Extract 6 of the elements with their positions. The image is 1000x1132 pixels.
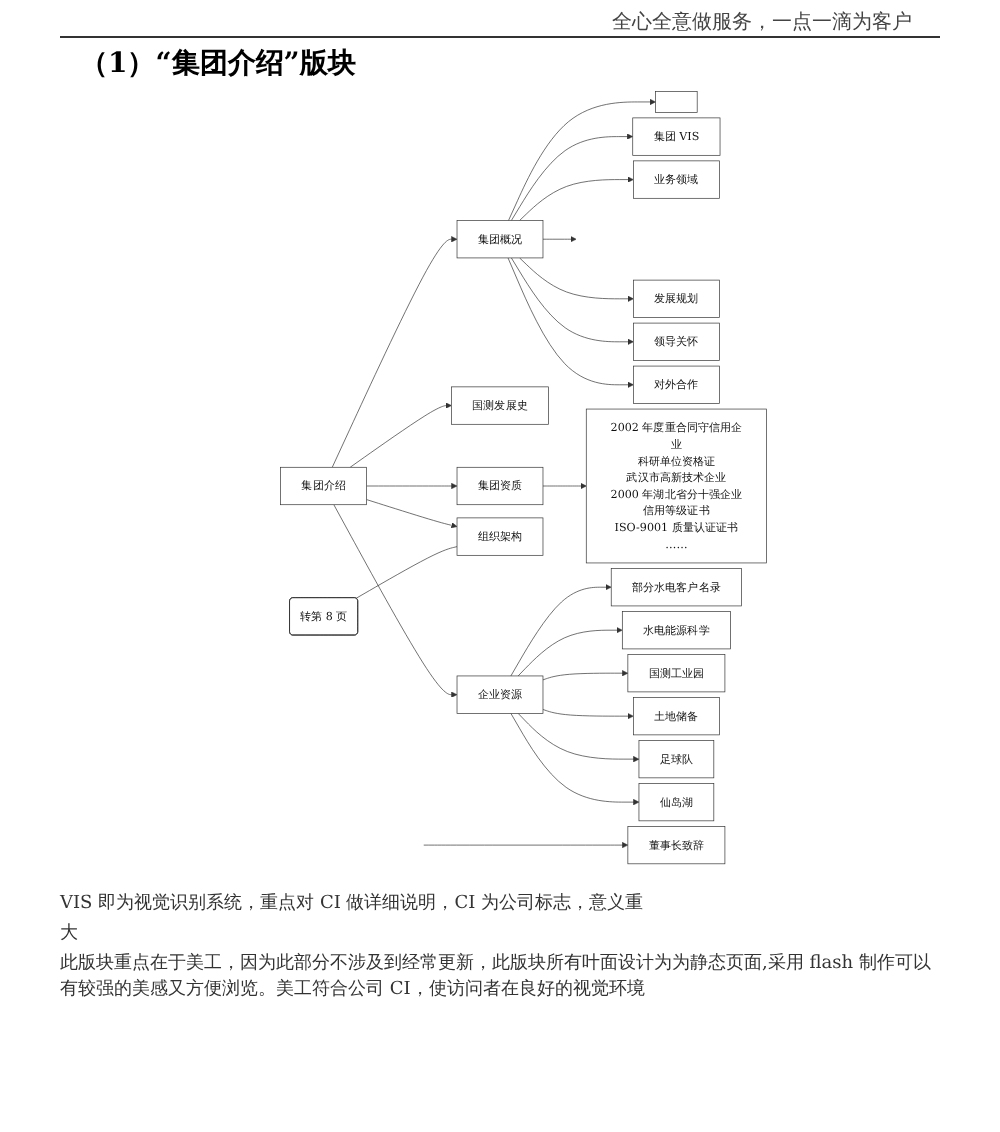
header-slogan: 全心全意做服务，一点一滴为客户 xyxy=(612,9,912,36)
body-paragraph: 此版块重点在于美工，因为此部分不涉及到经常更新，此版块所有叶面设计为为静态页面,采用 flash 制作可以有较强的美感又方便浏览。美工符合公司 CI，使访问者在良好的视觉环境 xyxy=(60,951,933,1002)
section-title: （1）“集团介绍”版块 xyxy=(80,46,358,82)
node-box xyxy=(655,91,698,113)
note-text: VIS 即为视觉识别系统，重点对 CI 做详细说明，CI 为公司标志，意义重 xyxy=(60,891,646,916)
note-text: 大 xyxy=(60,921,80,946)
